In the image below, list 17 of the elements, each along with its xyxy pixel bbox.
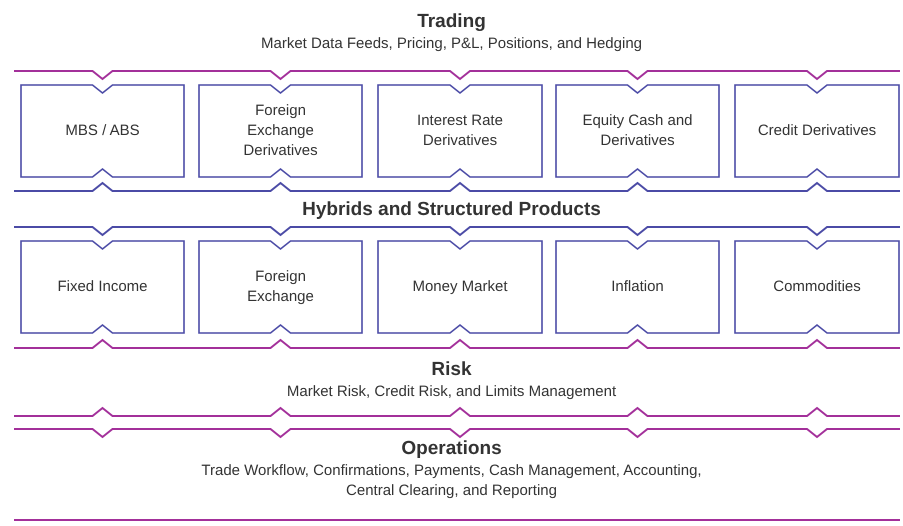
section-description: Market Data Feeds, Pricing, P&L, Positions, and Hedging	[260, 34, 642, 54]
section-description: Trade Workflow, Confirmations, Payments, Cash Management, Accounting, Central Clearing, and Reporting	[200, 461, 703, 501]
section-heading: Hybrids and Structured Products	[302, 198, 601, 222]
product-label: Commodities	[773, 277, 861, 297]
section-heading: Risk	[431, 358, 472, 382]
product-label: Equity Cash and Derivatives	[581, 111, 694, 151]
product-label: Fixed Income	[57, 277, 148, 297]
product-label: Interest Rate Derivatives	[416, 111, 504, 151]
section-description: Market Risk, Credit Risk, and Limits Management	[286, 382, 616, 402]
product-label: MBS / ABS	[65, 121, 140, 141]
section-heading: Operations	[401, 437, 502, 461]
section-heading: Trading	[417, 10, 486, 34]
product-label: Money Market	[412, 277, 508, 297]
product-label: Inflation	[611, 277, 664, 297]
product-label: Credit Derivatives	[758, 121, 876, 141]
product-label: Foreign Exchange Derivatives	[242, 101, 319, 161]
product-label: Foreign Exchange	[246, 267, 315, 307]
